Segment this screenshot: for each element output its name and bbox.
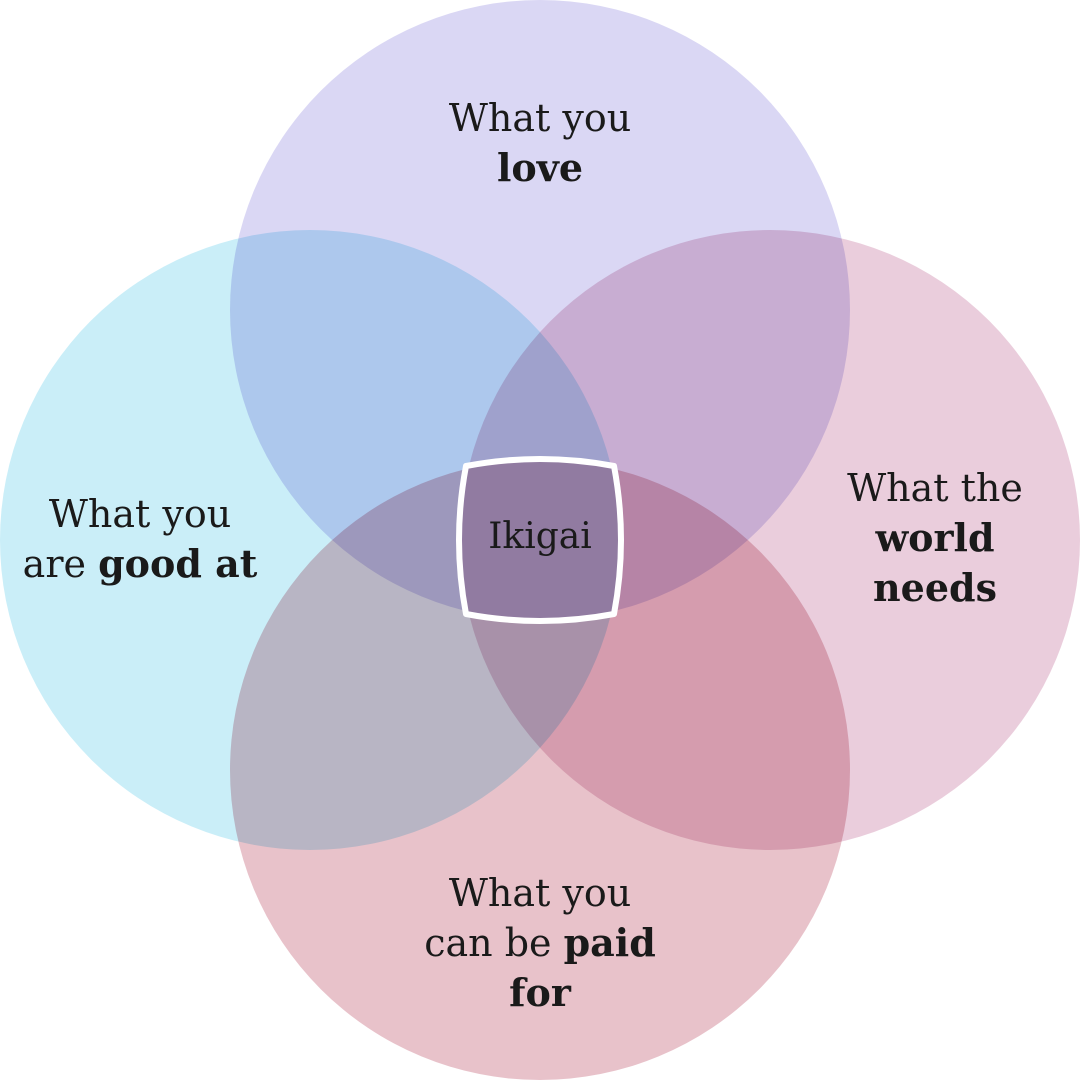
label-what-the-world-needs: What the world needs [805,464,1065,613]
label-good-plain: are [22,542,99,586]
ikigai-center-outline [456,456,624,624]
circle-paid-for [230,460,850,1080]
label-love-bold: love [496,145,584,190]
label-what-you-can-be-paid-for: What you can be paid for [390,869,690,1018]
label-what-you-are-good-at: What you are good at [0,490,280,589]
label-paid-bold-2: for [509,970,571,1015]
label-world-bold: world [875,515,995,560]
label-paid-bold: paid [563,920,656,965]
label-what-you-love: What you love [390,94,690,193]
ikigai-center-label: Ikigai [488,516,592,557]
label-love-line1: What you [448,96,632,140]
label-world-line1: What the [847,466,1023,510]
label-paid-plain: can be [424,921,564,965]
label-paid-line1: What you [448,871,632,915]
label-good-bold: good at [98,541,258,586]
label-world-bold-2: needs [873,565,997,610]
label-good-line1: What you [48,492,232,536]
